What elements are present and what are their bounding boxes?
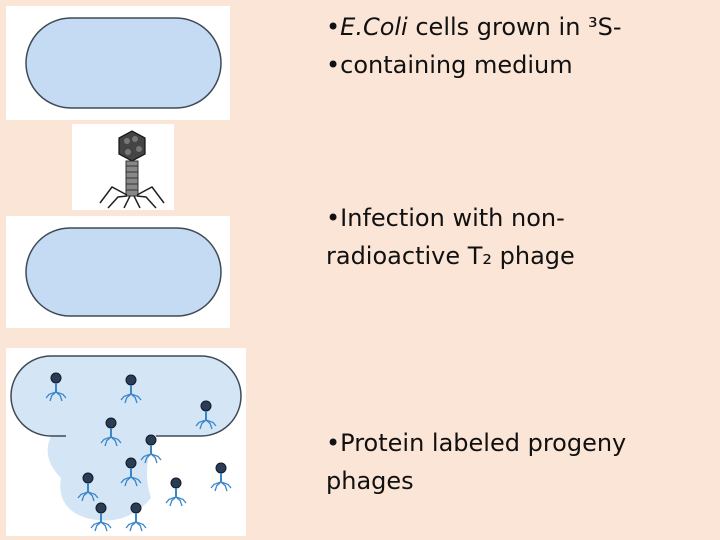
bullet-text: radioactive T₂ phage: [326, 242, 575, 270]
bullet-text: cells grown in ³S-: [407, 13, 622, 41]
t2-phage-icon: [99, 130, 165, 209]
bullet-text: Infection with non-: [340, 204, 565, 232]
bullet-line-3: •Infection with non-: [326, 199, 716, 237]
bullet-glyph: •: [326, 429, 341, 457]
ecoli-italic-text: E.Coli: [340, 13, 408, 41]
ecoli-cell-panel-2: [6, 216, 230, 328]
progeny-phage-icon: [210, 462, 232, 492]
t2-phage-panel: [72, 124, 174, 210]
progeny-phage-icon: [125, 502, 147, 532]
progeny-phage-icon: [120, 374, 142, 404]
bullet-glyph: •: [326, 51, 341, 79]
ecoli-cell-1: [25, 17, 222, 109]
lysing-cell-with-progeny-phages: [10, 355, 242, 532]
progeny-phage-icon: [45, 372, 67, 402]
bullet-line-2: •containing medium: [326, 46, 716, 84]
bullet-line-1: •E.Coli cells grown in ³S-: [326, 8, 716, 46]
bullet-line-5: •Protein labeled progeny: [326, 424, 716, 462]
bullet-text: phages: [326, 467, 414, 495]
bullet-glyph: •: [326, 204, 341, 232]
progeny-phage-icon: [165, 477, 187, 507]
progeny-phage-icon: [100, 417, 122, 447]
progeny-phage-icon: [77, 472, 99, 502]
bullet-block-1: •E.Coli cells grown in ³S- •containing m…: [326, 8, 716, 84]
ecoli-cell-panel-1: [6, 6, 230, 120]
bullet-block-2: •Infection with non- radioactive T₂ phag…: [326, 199, 716, 275]
progeny-phage-icon: [120, 457, 142, 487]
bullet-glyph: •: [326, 13, 341, 41]
ecoli-cell-2: [25, 227, 222, 317]
bullet-text: containing medium: [340, 51, 573, 79]
progeny-phage-icon: [195, 400, 217, 430]
lysis-panel: [6, 348, 246, 536]
bullet-text: Protein labeled progeny: [340, 429, 627, 457]
bullet-line-4: radioactive T₂ phage: [326, 237, 716, 275]
progeny-phage-icon: [90, 502, 112, 532]
bullet-block-3: •Protein labeled progeny phages: [326, 424, 716, 500]
bullet-line-6: phages: [326, 462, 716, 500]
progeny-phage-icon: [140, 434, 162, 464]
